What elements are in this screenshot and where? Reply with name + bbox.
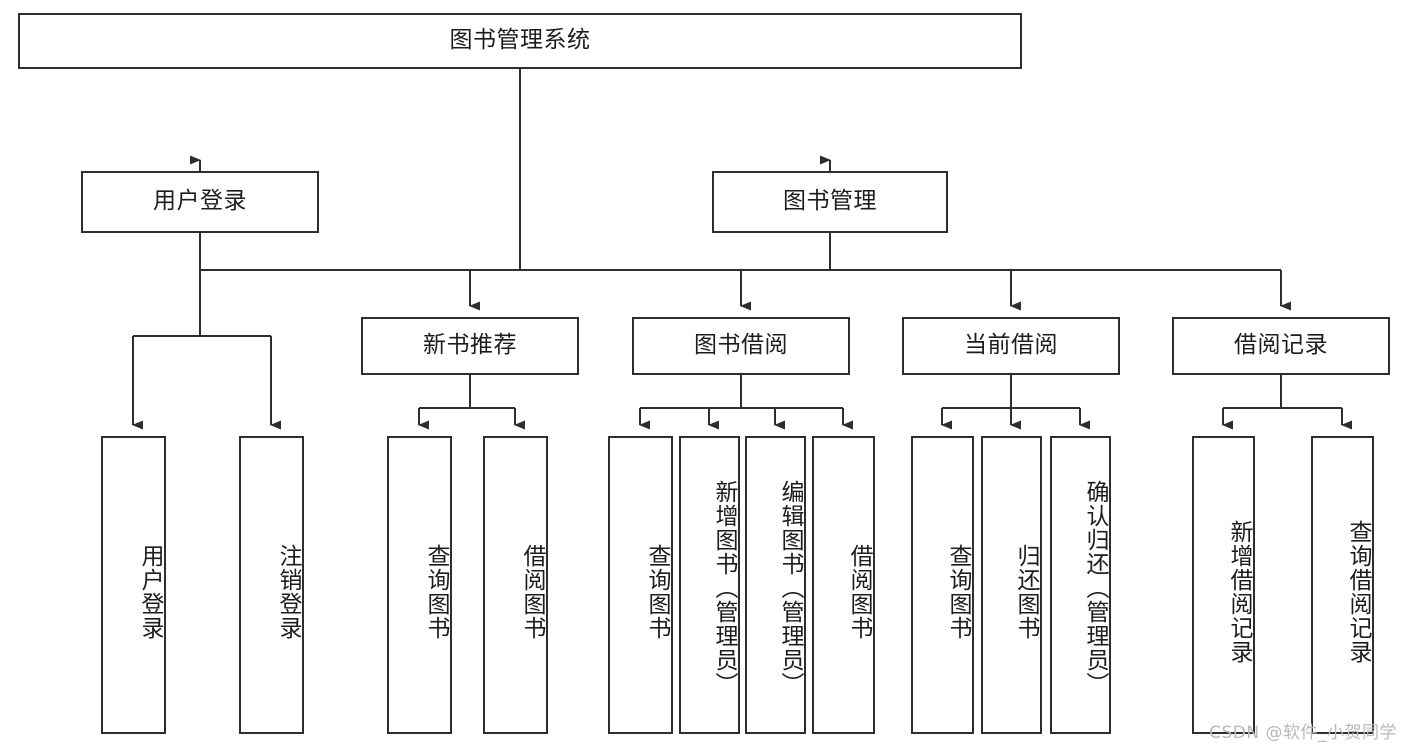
node-leaf-cur-return[interactable]: 归还图书 xyxy=(981,436,1042,734)
node-leaf-user-login-label: 用户登录 xyxy=(137,544,163,640)
node-borrow-record-label: 借阅记录 xyxy=(1234,332,1328,359)
node-leaf-bor-lend-label: 借阅图书 xyxy=(846,544,872,640)
node-current-borrow-label: 当前借阅 xyxy=(964,332,1058,359)
node-leaf-bor-query[interactable]: 查询图书 xyxy=(608,436,673,734)
node-new-book-rec[interactable]: 新书推荐 xyxy=(361,317,579,375)
node-leaf-cur-return-label: 归还图书 xyxy=(1013,544,1039,640)
node-leaf-bor-edit-label: 编辑图书（管理员） xyxy=(777,480,803,696)
node-leaf-bor-add[interactable]: 新增图书（管理员） xyxy=(679,436,740,734)
node-leaf-rec-borrow[interactable]: 借阅图书 xyxy=(483,436,548,734)
node-leaf-cur-query[interactable]: 查询图书 xyxy=(911,436,974,734)
node-root-label: 图书管理系统 xyxy=(449,27,591,54)
node-borrow-record[interactable]: 借阅记录 xyxy=(1172,317,1390,375)
node-leaf-user-login[interactable]: 用户登录 xyxy=(101,436,166,734)
node-current-borrow[interactable]: 当前借阅 xyxy=(902,317,1120,375)
node-book-manage[interactable]: 图书管理 xyxy=(712,171,948,233)
node-leaf-bor-query-label: 查询图书 xyxy=(644,544,670,640)
node-leaf-user-logout[interactable]: 注销登录 xyxy=(239,436,304,734)
node-leaf-bor-lend[interactable]: 借阅图书 xyxy=(812,436,875,734)
node-leaf-rec-search-label: 查询借阅记录 xyxy=(1345,520,1371,664)
node-leaf-cur-confirm-label: 确认归还（管理员） xyxy=(1082,480,1108,696)
node-leaf-rec-add[interactable]: 新增借阅记录 xyxy=(1192,436,1255,734)
csdn-watermark: CSDN @软件_小贺同学 xyxy=(1209,723,1397,743)
node-book-manage-label: 图书管理 xyxy=(783,188,877,215)
node-leaf-bor-edit[interactable]: 编辑图书（管理员） xyxy=(745,436,806,734)
node-leaf-user-logout-label: 注销登录 xyxy=(275,544,301,640)
node-leaf-cur-confirm[interactable]: 确认归还（管理员） xyxy=(1050,436,1111,734)
node-leaf-rec-query[interactable]: 查询图书 xyxy=(387,436,452,734)
node-user-login-label: 用户登录 xyxy=(153,188,247,215)
node-leaf-rec-query-label: 查询图书 xyxy=(423,544,449,640)
node-book-borrow-label: 图书借阅 xyxy=(694,332,788,359)
node-leaf-cur-query-label: 查询图书 xyxy=(945,544,971,640)
node-leaf-rec-add-label: 新增借阅记录 xyxy=(1226,520,1252,664)
node-leaf-rec-borrow-label: 借阅图书 xyxy=(519,544,545,640)
node-new-book-rec-label: 新书推荐 xyxy=(423,332,517,359)
node-user-login[interactable]: 用户登录 xyxy=(81,171,319,233)
node-book-borrow[interactable]: 图书借阅 xyxy=(632,317,850,375)
node-leaf-rec-search[interactable]: 查询借阅记录 xyxy=(1311,436,1374,734)
node-leaf-bor-add-label: 新增图书（管理员） xyxy=(711,480,737,696)
node-root[interactable]: 图书管理系统 xyxy=(18,13,1022,69)
